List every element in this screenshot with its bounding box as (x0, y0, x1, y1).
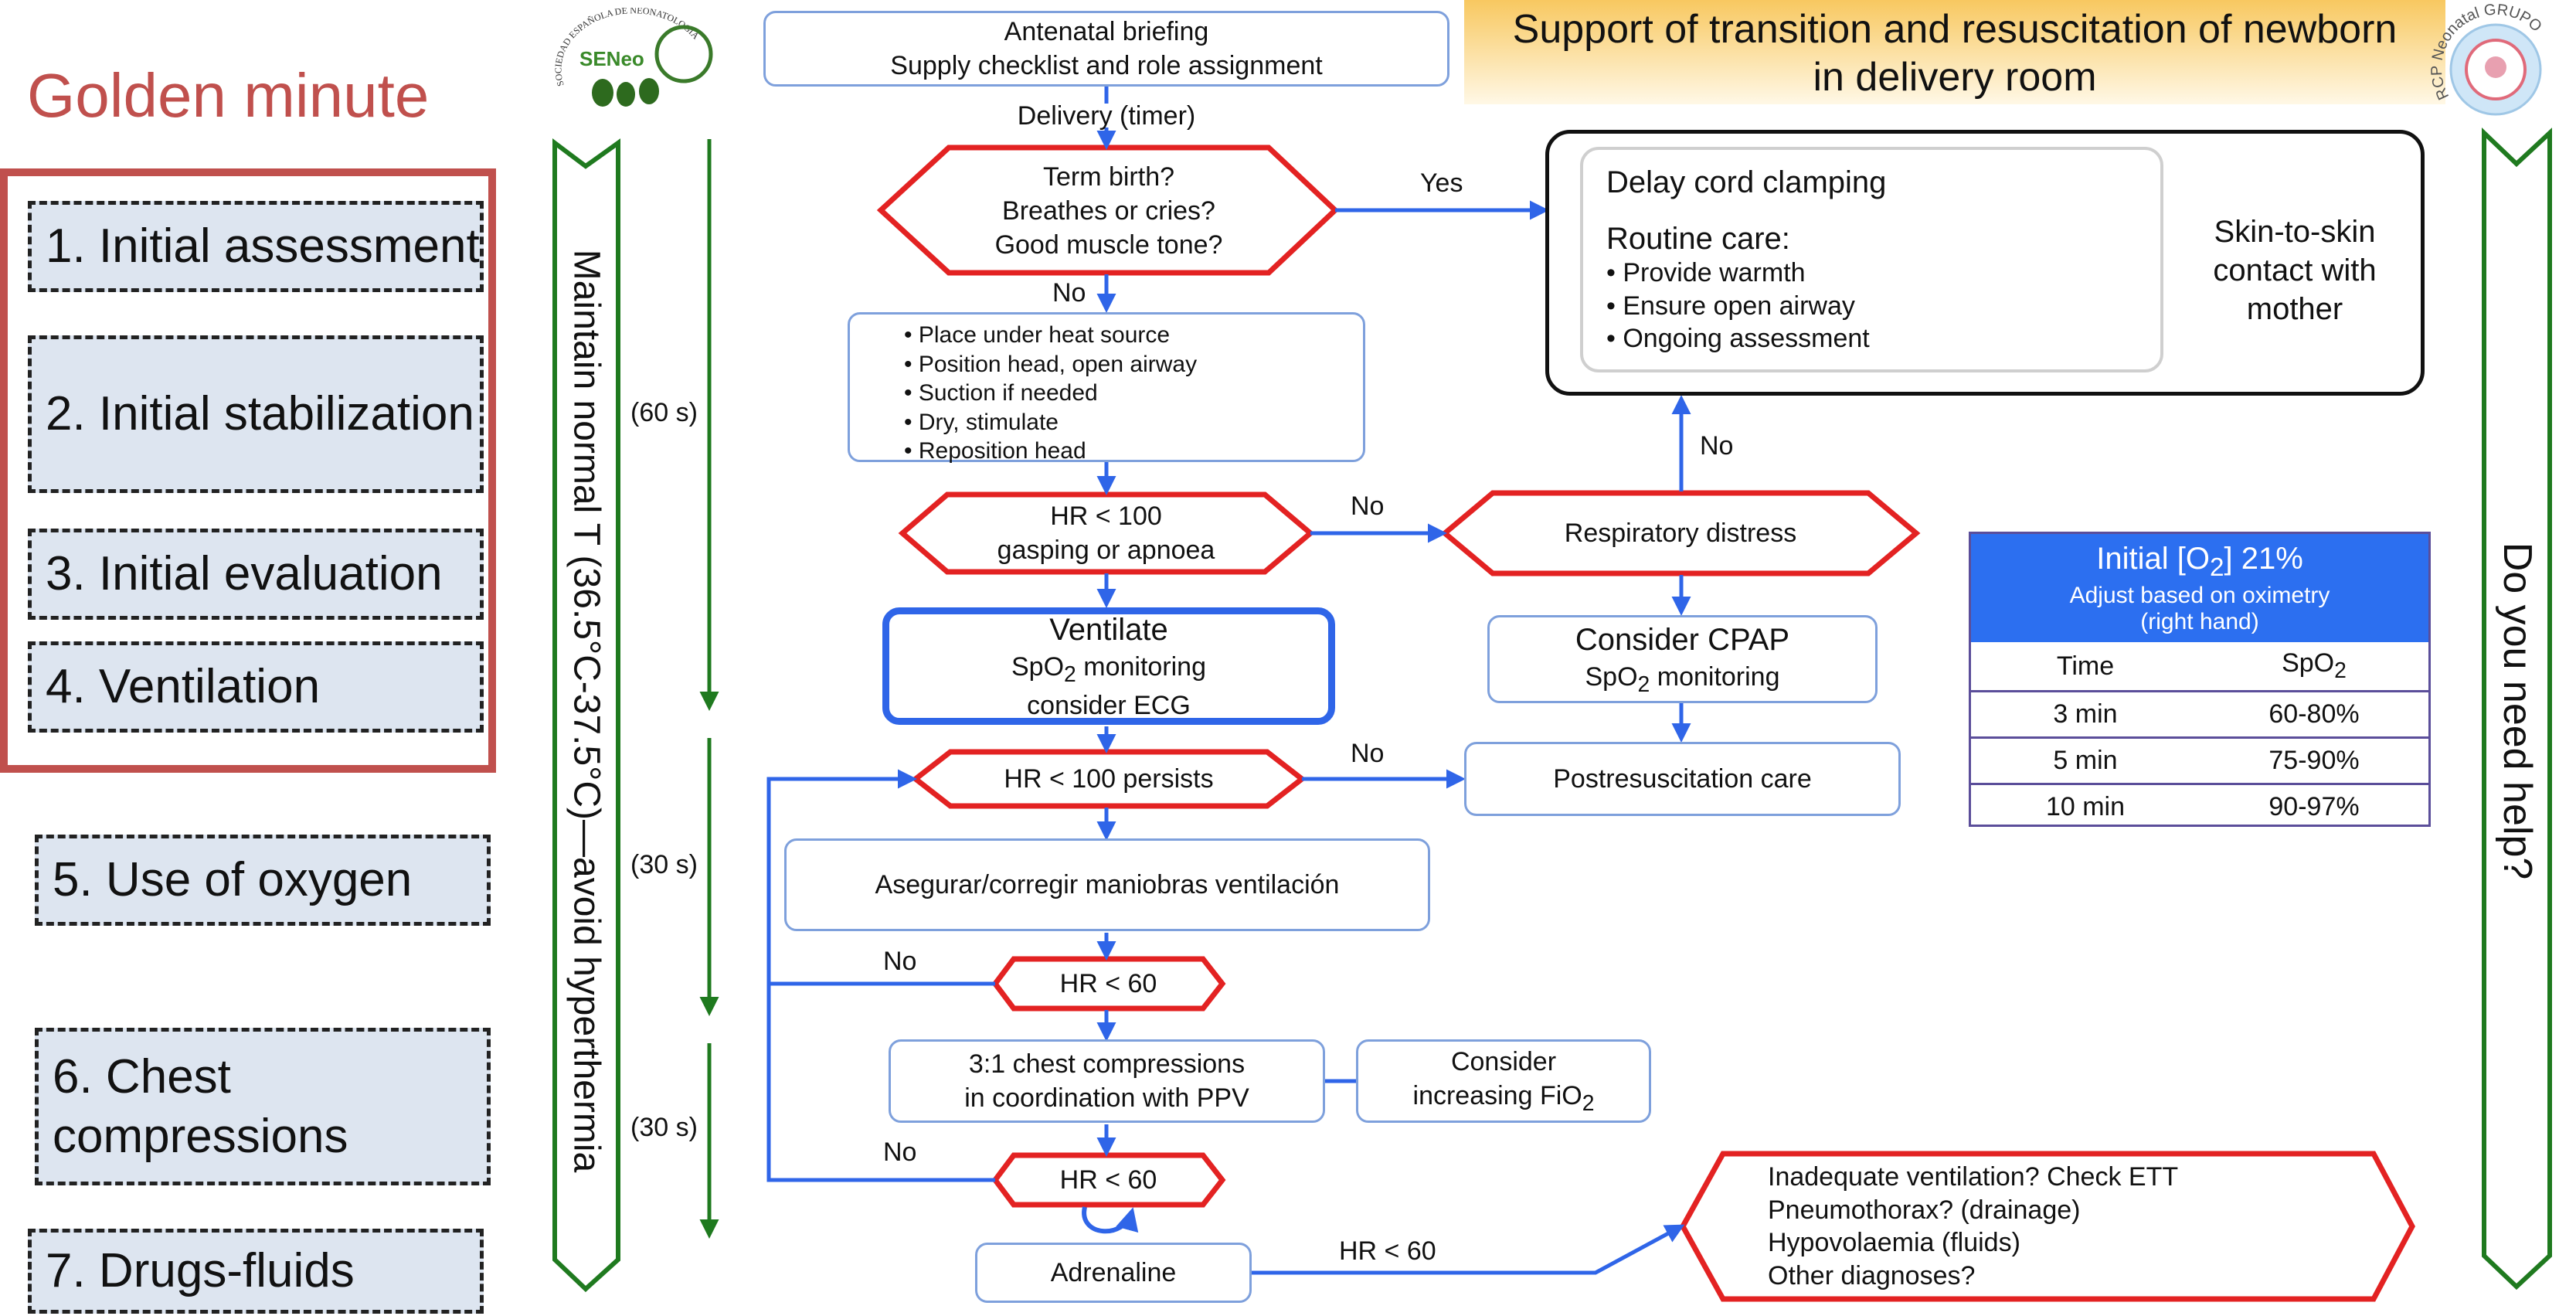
stabilization-item: Place under heat source (904, 321, 1363, 350)
table-row: 3 min 60-80% (1971, 692, 2428, 739)
hr60-text-1: HR < 60 (1059, 968, 1157, 998)
no-label-term: No (1052, 278, 1086, 308)
no-label-resp: No (1700, 431, 1734, 461)
stabilization-item: Reposition head (904, 437, 1363, 466)
hr60-text-2: HR < 60 (1059, 1165, 1157, 1195)
routine-care-inner-box: Delay cord clamping Routine care: Provid… (1580, 147, 2163, 372)
resp-distress-text: Respiratory distress (1564, 518, 1797, 548)
col-time-header: Time (2056, 651, 2115, 681)
routine-care-heading: Routine care: (1606, 222, 1790, 256)
step-chest-compressions: 6. Chest compressions (35, 1028, 491, 1185)
rcp-logo-graphic: RCP Neonatal GRUPO (2428, 4, 2545, 116)
oxygen-table-header: Initial [O2] 21% Adjust based on oximetr… (1971, 534, 2428, 642)
header-title: Support of transition and resuscitation … (1512, 6, 2398, 100)
stabilization-item: Position head, open airway (904, 350, 1363, 379)
step-label: 4. Ventilation (46, 660, 321, 714)
hr100-persists-text: HR < 100 persists (1004, 763, 1214, 794)
header-banner (1464, 0, 2445, 104)
resp-distress-decision (1440, 490, 1921, 576)
oxygen-table: Initial [O2] 21% Adjust based on oximetr… (1969, 532, 2431, 827)
delay-cord-clamping: Delay cord clamping (1606, 165, 1887, 199)
step-ventilation: 4. Ventilation (28, 641, 484, 733)
adrenaline-box: Adrenaline (975, 1243, 1252, 1303)
step-label: 3. Initial evaluation (46, 547, 443, 601)
delivery-timer-label: Delivery (timer) (1017, 100, 1196, 131)
step-drugs-fluids: 7. Drugs-fluids (28, 1229, 484, 1314)
stabilization-item: Dry, stimulate (904, 408, 1363, 437)
antenatal-briefing-box: Antenatal briefing Supply checklist and … (763, 11, 1449, 87)
hr60-decision-1 (991, 956, 1226, 1012)
consider-fio2-box: Consider increasing FiO2 (1356, 1039, 1651, 1123)
rcp-neonatal-logo: RCP Neonatal GRUPO (2426, 4, 2565, 135)
seneo-logo: SOCIEDAD ESPAÑOLA DE NEONATOLOGÍA SENeo (541, 8, 726, 124)
step-use-of-oxygen: 5. Use of oxygen (35, 835, 491, 926)
cpap-box: Consider CPAP SpO2 monitoring (1487, 615, 1878, 703)
asegurar-box: Asegurar/corregir maniobras ventilación (784, 838, 1430, 931)
table-row: 10 min 90-97% (2045, 792, 2360, 821)
step-label: 5. Use of oxygen (53, 853, 413, 907)
seneo-logo-text: SENeo (579, 47, 644, 70)
inadequate-ventilation-text: Inadequate ventilation? Check ETT Pneumo… (1768, 1162, 2179, 1290)
yes-label: Yes (1420, 168, 1463, 198)
no-label-persists: No (1351, 739, 1385, 768)
term-birth-text: Term birth? Breathes or cries? Good musc… (994, 162, 1223, 260)
left-temperature-arrow (552, 138, 620, 1293)
hr60-arrow-label: HR < 60 (1339, 1236, 1436, 1266)
timer-30s-2: (30 s) (630, 1113, 698, 1142)
routine-care-item: Ensure open airway (1606, 290, 2160, 323)
ventilate-box: Ventilate SpO2 monitoring consider ECG (882, 607, 1335, 725)
step-initial-evaluation: 3. Initial evaluation (28, 529, 484, 620)
right-help-arrow (2482, 128, 2552, 1290)
oxygen-table-colheaders: Time SpO2 (1971, 642, 2428, 692)
no-label-hr60-1: No (883, 947, 917, 976)
golden-minute-title: Golden minute (27, 61, 430, 130)
table-row: 5 min 75-90% (1971, 739, 2428, 785)
no-label-hr60-2: No (883, 1137, 917, 1167)
routine-care-item: Provide warmth (1606, 257, 2160, 290)
golden-minute-frame (0, 168, 496, 773)
step-initial-assessment: 1. Initial assessment (28, 201, 484, 292)
stabilization-box: Place under heat source Position head, o… (848, 312, 1365, 464)
step-initial-stabilization: 2. Initial stabilization (28, 335, 484, 493)
chest-compressions-box: 3:1 chest compressions in coordination w… (889, 1039, 1325, 1123)
hr100-text: HR < 100 gasping or apnoea (997, 501, 1215, 565)
step-label: 7. Drugs-fluids (46, 1244, 355, 1298)
step-label: 1. Initial assessment (46, 219, 480, 274)
postresuscitation-box: Postresuscitation care (1464, 742, 1901, 816)
timer-60s: (60 s) (630, 398, 698, 427)
routine-care-item: Ongoing assessment (1606, 322, 2160, 355)
step-label: 2. Initial stabilization (46, 387, 474, 441)
seneo-logo-graphic: SOCIEDAD ESPAÑOLA DE NEONATOLOGÍA SENeo (552, 8, 713, 107)
stabilization-item: Suction if needed (904, 379, 1363, 408)
skin-to-skin-text: Skin-to-skin contact with mother (2213, 215, 2377, 326)
no-label-hr100: No (1351, 491, 1385, 521)
hr60-decision-2 (991, 1152, 1226, 1208)
col-spo2-header: SpO2 (2282, 648, 2347, 683)
step-label: 6. Chest compressions (53, 1049, 348, 1164)
timer-30s-1: (30 s) (630, 850, 698, 879)
inadequate-decision (1680, 1151, 2415, 1302)
